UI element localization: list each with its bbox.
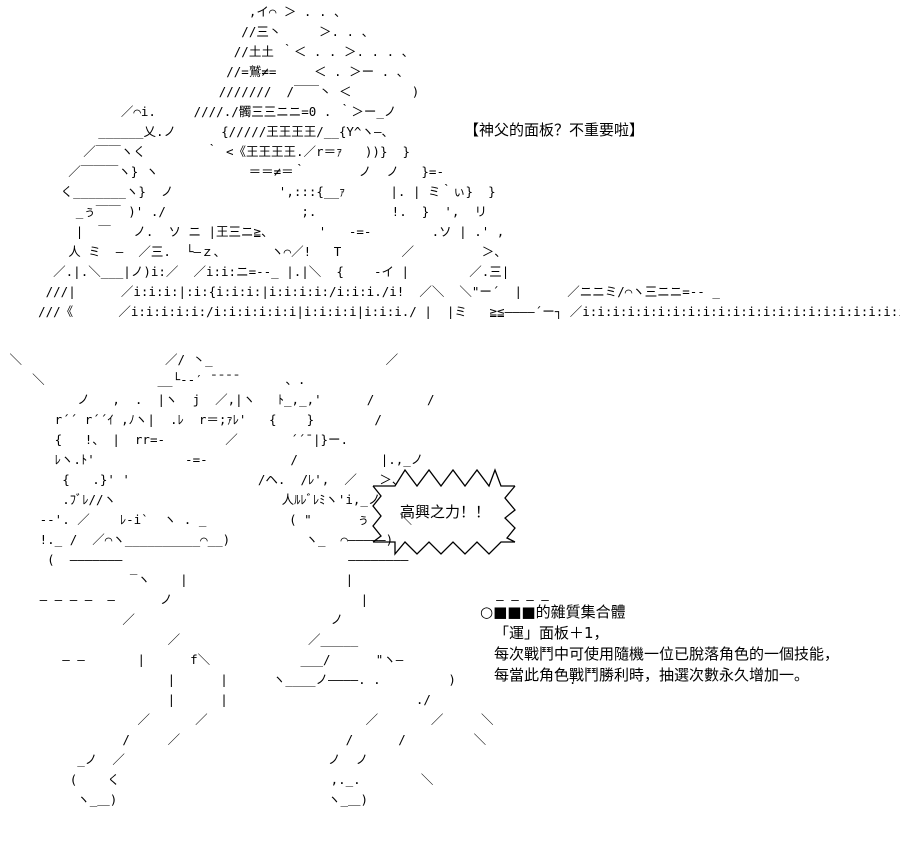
speech-bubble-spiky-border <box>372 468 516 556</box>
skill-line-1: 「運」面板＋1， <box>494 624 609 642</box>
speech-bubble-text: 高興之力！！ <box>399 503 490 521</box>
speech-bubble: 高興之力！！ <box>365 466 525 558</box>
skill-description: ○■■■的雜質集合體 「運」面板＋1， 每次戰鬥中可使用隨機一位已脫落角色的一個… <box>480 602 839 686</box>
ascii-art-priest-and-crowd: ,イ⌒ ＞ . . 、 //三丶 ＞. . 、 //土土 ｀＜ . . ＞. .… <box>38 4 900 319</box>
skill-line-2: 每次戰鬥中可使用隨機一位已脫落角色的一個技能， <box>494 645 840 663</box>
skill-line-3: 每當此角色戰鬥勝利時，抽選次數永久增加一。 <box>494 666 810 684</box>
ascii-art-dancing-figure: ＼ ／/ 丶_ ／ ＼ __└‐‐′ ¯¯¯¯ 、. ノ , . |ヽ j ／,… <box>9 352 577 807</box>
skill-title: ○■■■的雜質集合體 <box>480 603 626 621</box>
caption-priest-stats: 【神父的面板？不重要啦】 <box>464 121 645 139</box>
